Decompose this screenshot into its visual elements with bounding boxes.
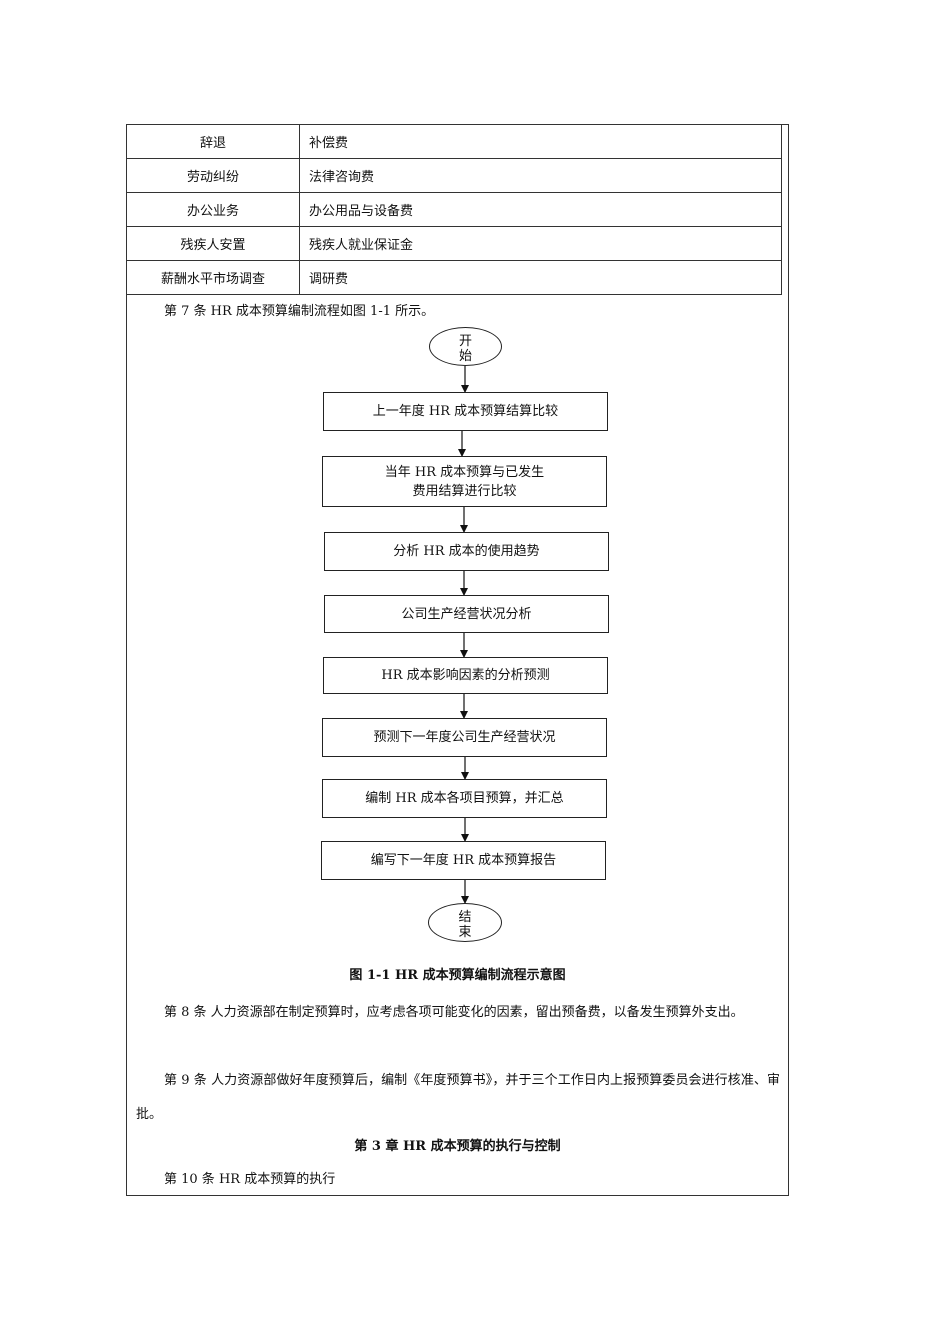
flow-step-2: 当年 HR 成本预算与已发生 费用结算进行比较 <box>322 456 607 507</box>
cost-type-cell: 调研费 <box>299 260 782 295</box>
flow-start-label: 开始 <box>458 334 472 364</box>
article-7-text: 第 7 条 HR 成本预算编制流程如图 1-1 所示。 <box>164 304 435 319</box>
flow-step-6: 预测下一年度公司生产经营状况 <box>322 718 607 757</box>
figure-caption: 图 1-1 HR 成本预算编制流程示意图 <box>349 968 566 983</box>
flow-step-5: HR 成本影响因素的分析预测 <box>323 657 608 694</box>
cost-table: 辞退 补偿费 劳动纠纷 法律咨询费 办公业务 办公用品与设备费 残疾人安置 残疾… <box>126 124 782 295</box>
cost-type-cell: 残疾人就业保证金 <box>299 226 782 261</box>
flow-step-4: 公司生产经营状况分析 <box>324 595 609 633</box>
flow-step-1: 上一年度 HR 成本预算结算比较 <box>323 392 608 431</box>
flow-step-7: 编制 HR 成本各项目预算，并汇总 <box>322 779 607 818</box>
chapter-3-heading: 第 3 章 HR 成本预算的执行与控制 <box>354 1139 561 1154</box>
table-row: 薪酬水平市场调查 调研费 <box>126 260 782 295</box>
flow-end-node: 结束 <box>428 903 502 942</box>
article-8-text: 第 8 条 人力资源部在制定预算时，应考虑各项可能变化的因素，留出预备费，以备发… <box>164 1005 744 1020</box>
cost-item-cell: 薪酬水平市场调查 <box>126 260 300 295</box>
article-10-text: 第 10 条 HR 成本预算的执行 <box>164 1172 336 1187</box>
flow-step-8: 编写下一年度 HR 成本预算报告 <box>321 841 606 880</box>
table-row: 辞退 补偿费 <box>126 124 782 159</box>
flow-end-label: 结束 <box>458 910 472 940</box>
cost-type-cell: 补偿费 <box>299 124 782 159</box>
flow-start-node: 开始 <box>429 327 502 366</box>
table-row: 劳动纠纷 法律咨询费 <box>126 158 782 193</box>
article-9-text: 第 9 条 人力资源部做好年度预算后，编制《年度预算书》，并于三个工作日内上报预… <box>136 1073 780 1122</box>
table-row: 残疾人安置 残疾人就业保证金 <box>126 226 782 261</box>
flow-step-3: 分析 HR 成本的使用趋势 <box>324 532 609 571</box>
